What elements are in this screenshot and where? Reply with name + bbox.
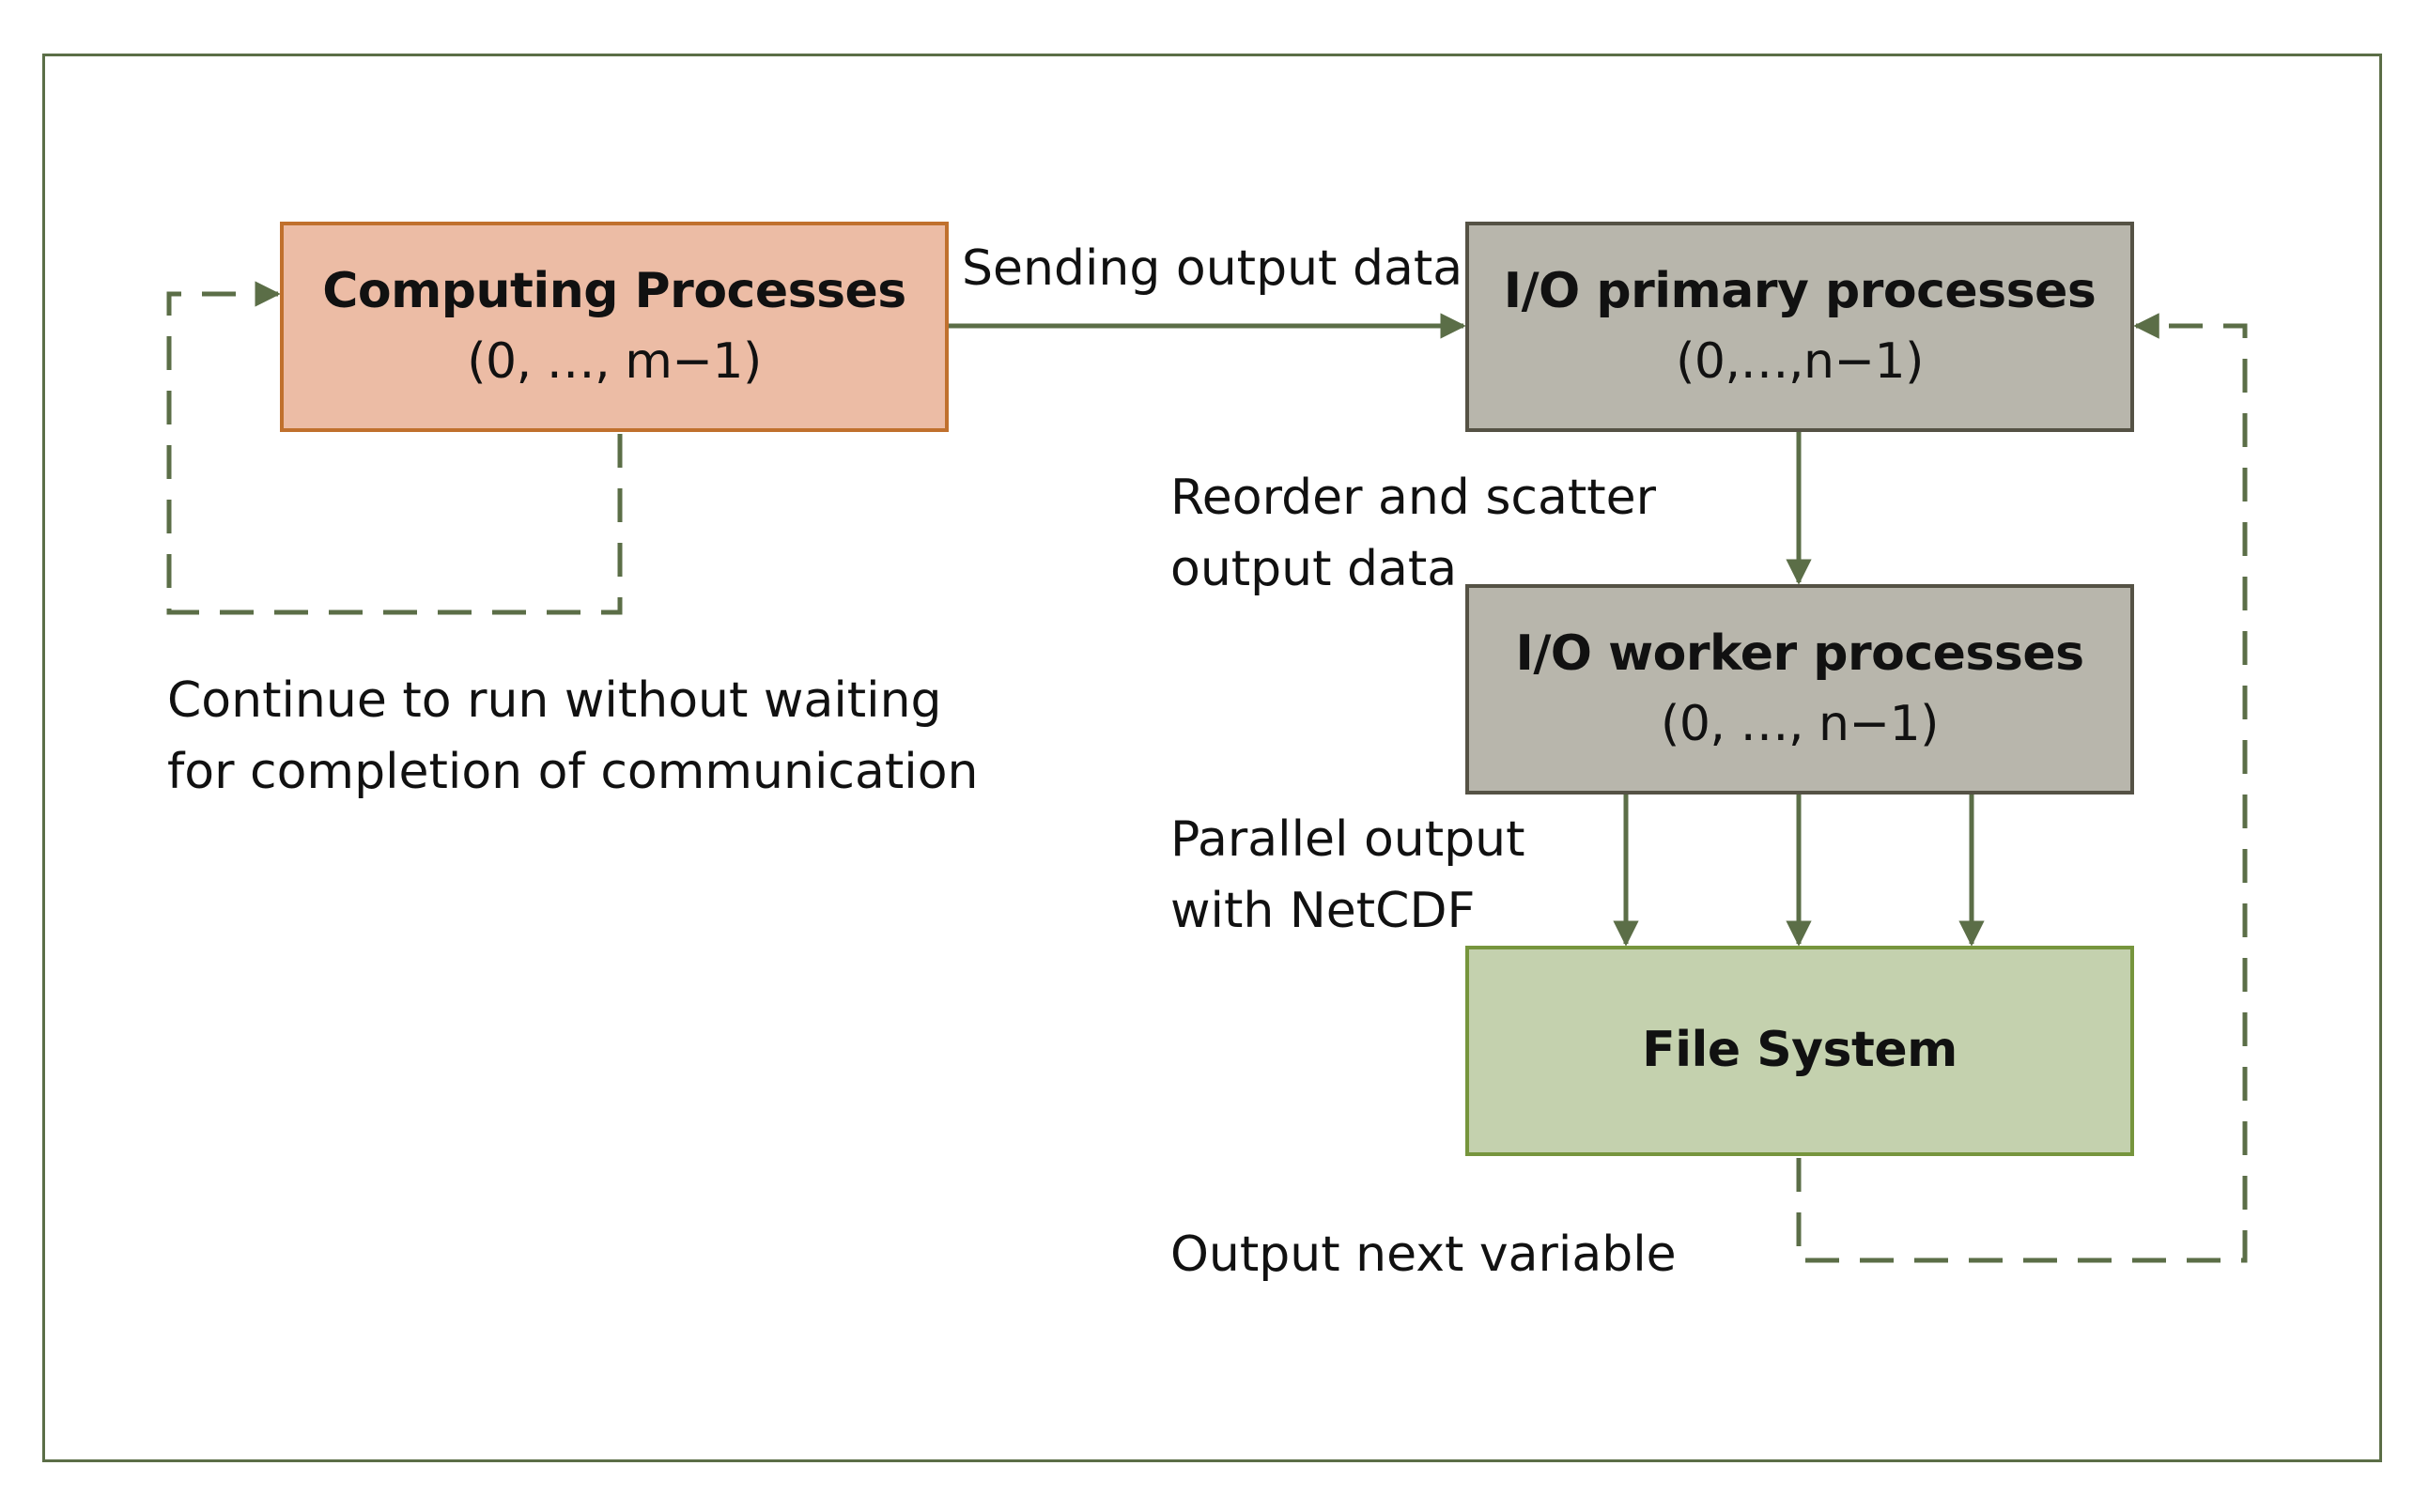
io-worker-processes-box: I/O worker processes (0, …, n−1) [1465, 584, 2134, 795]
file-system-box: File System [1465, 946, 2134, 1156]
reorder-scatter-line-1: Reorder and scatter [1170, 470, 1657, 526]
computing-processes-range: (0, …, m−1) [467, 333, 762, 390]
file-system-title: File System [1642, 1022, 1958, 1079]
parallel-output-line-2: with NetCDF [1170, 883, 1476, 939]
loop-arrow-next-variable [1796, 313, 2248, 1263]
io-worker-processes-range: (0, …, n−1) [1661, 696, 1939, 752]
computing-processes-box: Computing Processes (0, …, m−1) [280, 222, 949, 432]
io-worker-processes-title: I/O worker processes [1515, 625, 2084, 682]
continue-running-line-2: for completion of communication [167, 744, 979, 800]
io-primary-processes-title: I/O primary processes [1503, 262, 2097, 319]
loop-arrow-computing [166, 281, 623, 615]
parallel-output-line-1: Parallel output [1170, 811, 1525, 868]
continue-running-line-1: Continue to run without waiting [167, 672, 942, 729]
sending-output-label: Sending output data [962, 240, 1463, 297]
diagram-frame [42, 54, 2382, 1462]
computing-processes-title: Computing Processes [322, 262, 906, 319]
reorder-scatter-line-2: output data [1170, 541, 1458, 597]
continue-running-label: Continue to run without waiting for comp… [167, 665, 978, 808]
parallel-output-label: Parallel output with NetCDF [1170, 804, 1525, 947]
output-next-variable-label: Output next variable [1170, 1227, 1677, 1283]
reorder-scatter-label: Reorder and scatter output data [1170, 462, 1656, 605]
io-primary-processes-box: I/O primary processes (0,…,n−1) [1465, 222, 2134, 432]
io-primary-processes-range: (0,…,n−1) [1676, 333, 1924, 390]
